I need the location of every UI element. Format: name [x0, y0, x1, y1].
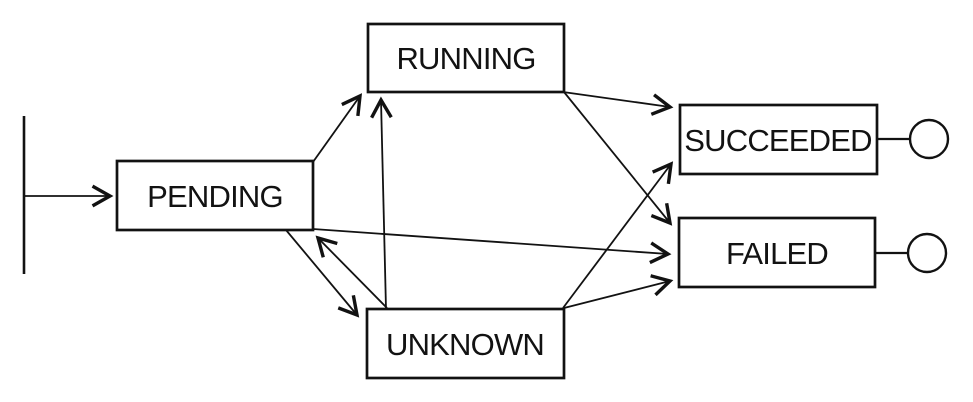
edge-unknown-running-line [370, 96, 393, 310]
edge-unknown-succeeded-line [562, 161, 674, 309]
state-node-running-box [366, 22, 566, 94]
edge-pending-unknown-line [285, 229, 360, 318]
terminal-circle-succeeded [908, 118, 950, 160]
edge-unknown-failed-line [563, 274, 674, 309]
edge-running-succeeded-line [562, 91, 674, 116]
state-node-unknown-label: UNKNOWN [386, 327, 544, 362]
state-node-unknown-box [365, 307, 566, 380]
state-node-succeeded-box [678, 103, 879, 176]
edge-pending-running-line [312, 93, 363, 163]
state-node-pending-label: PENDING [147, 179, 283, 214]
state-node-succeeded-label: SUCCEEDED [684, 123, 871, 158]
edge-unknown-pending-line [315, 235, 388, 309]
terminal-circle-failed [906, 232, 948, 274]
state-node-pending-box [115, 159, 315, 232]
state-node-running-label: RUNNING [396, 41, 535, 76]
state-node-failed-label: FAILED [726, 236, 828, 271]
edge-running-failed-line [563, 91, 673, 226]
edge-pending-failed-line [312, 228, 672, 265]
